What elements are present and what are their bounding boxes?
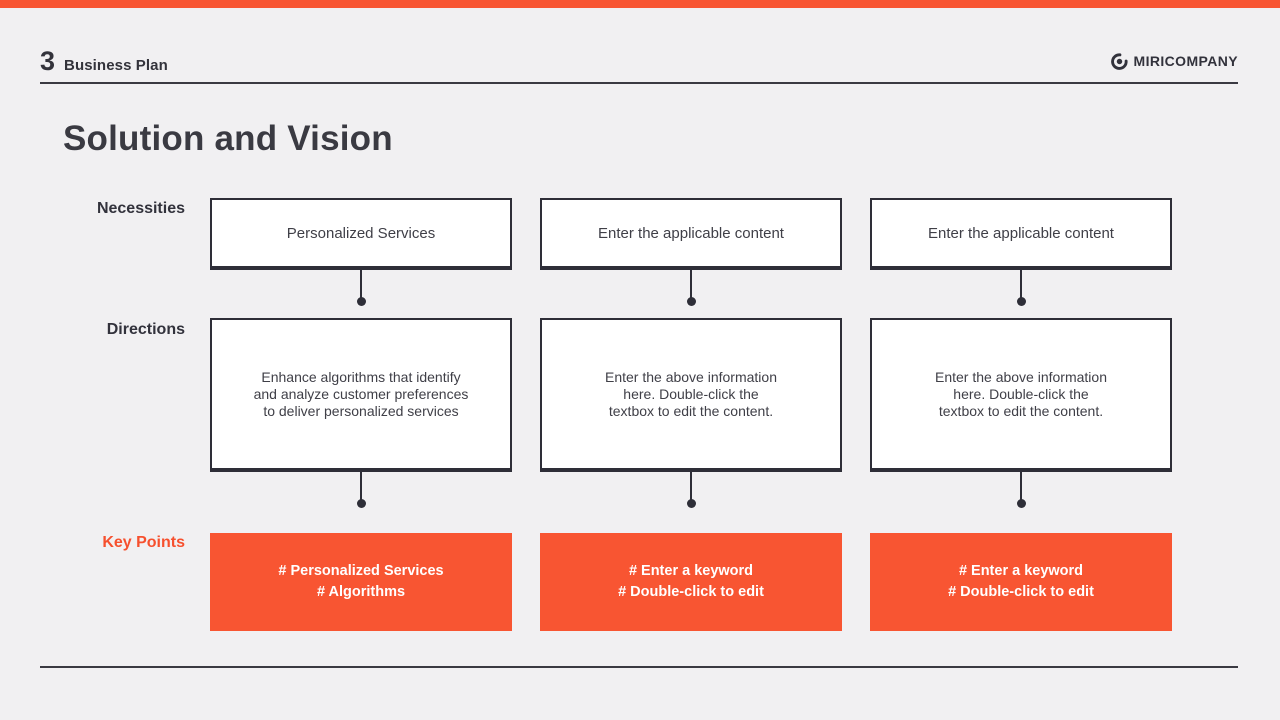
section-title: Business Plan xyxy=(64,56,168,74)
swirl-icon xyxy=(1110,52,1128,70)
keypoint-text-line: # Enter a keyword xyxy=(958,563,1084,579)
slide-header: 3 Business Plan MIRICOMPANY xyxy=(40,40,1238,84)
keypoint-textbox-1[interactable]: # Personalized Services # Algorithms xyxy=(210,533,512,631)
connector-line xyxy=(540,472,842,533)
page-title: Solution and Vision xyxy=(63,119,393,158)
direction-text-line: here. Double-click the xyxy=(623,385,759,402)
row-label-key-points: Key Points xyxy=(102,534,185,551)
necessity-textbox-3[interactable]: Enter the applicable content xyxy=(870,198,1172,270)
keypoint-text-line: # Double-click to edit xyxy=(948,584,1094,600)
brand-name: MIRICOMPANY xyxy=(1133,53,1238,69)
keypoint-text-line: # Personalized Services xyxy=(278,563,444,579)
keypoint-text-line: # Enter a keyword xyxy=(628,563,754,579)
keypoint-text-line: # Algorithms xyxy=(316,584,406,600)
direction-text-line: here. Double-click the xyxy=(953,385,1089,402)
row-label-necessities: Necessities xyxy=(96,200,185,217)
keypoint-text-line: # Double-click to edit xyxy=(618,584,764,600)
necessity-text: Enter the applicable content xyxy=(928,224,1114,242)
direction-text-line: textbox to edit the content. xyxy=(608,402,774,419)
necessity-text: Personalized Services xyxy=(286,224,436,242)
connector-line xyxy=(870,472,1172,533)
necessity-textbox-2[interactable]: Enter the applicable content xyxy=(540,198,842,270)
keypoint-textbox-3[interactable]: # Enter a keyword # Double-click to edit xyxy=(870,533,1172,631)
direction-text-line: to deliver personalized services xyxy=(263,402,459,419)
page-number: 3 xyxy=(40,45,56,76)
keypoint-textbox-2[interactable]: # Enter a keyword # Double-click to edit xyxy=(540,533,842,631)
diagram-column-3: Enter the applicable content Enter the a… xyxy=(870,198,1172,631)
direction-text-line: Enhance algorithms that identify xyxy=(261,368,461,385)
bottom-divider xyxy=(40,666,1238,668)
connector-line xyxy=(870,270,1172,318)
brand-lockup: MIRICOMPANY xyxy=(1110,52,1238,70)
connector-line xyxy=(540,270,842,318)
direction-text-line: and analyze customer preferences xyxy=(253,385,469,402)
direction-text-line: textbox to edit the content. xyxy=(938,402,1104,419)
direction-text-line: Enter the above information xyxy=(935,368,1107,385)
diagram-column-1: Personalized Services Enhance algorithms… xyxy=(210,198,512,631)
necessity-textbox-1[interactable]: Personalized Services xyxy=(210,198,512,270)
direction-text-line: Enter the above information xyxy=(605,368,777,385)
necessity-text: Enter the applicable content xyxy=(598,224,784,242)
direction-textbox-3[interactable]: Enter the above information here. Double… xyxy=(870,318,1172,472)
top-accent-bar xyxy=(0,0,1280,8)
header-left: 3 Business Plan xyxy=(40,45,168,76)
direction-textbox-1[interactable]: Enhance algorithms that identify and ana… xyxy=(210,318,512,472)
diagram-column-2: Enter the applicable content Enter the a… xyxy=(540,198,842,631)
row-label-directions: Directions xyxy=(106,321,185,338)
direction-textbox-2[interactable]: Enter the above information here. Double… xyxy=(540,318,842,472)
connector-line xyxy=(210,270,512,318)
connector-line xyxy=(210,472,512,533)
